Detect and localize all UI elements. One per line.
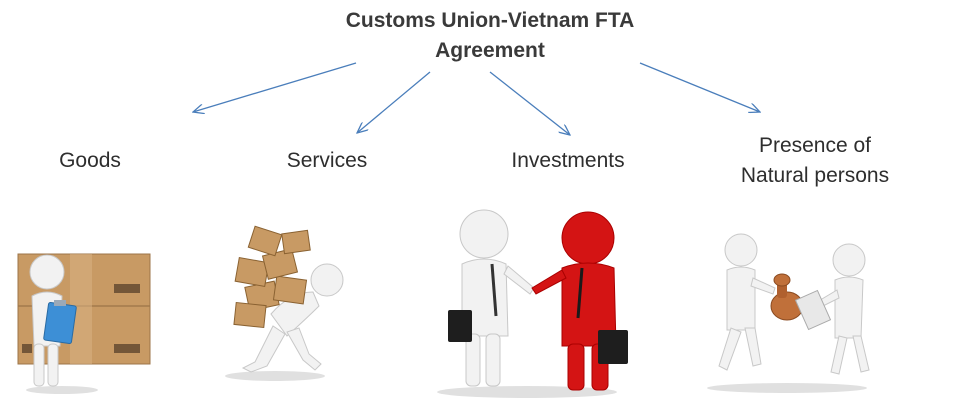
man-carrying-boxes-icon: [225, 225, 344, 381]
title-line-2: Agreement: [435, 39, 545, 62]
category-label-services: Services: [286, 149, 368, 172]
presence-label-line-1: Presence of: [758, 134, 872, 157]
handshake-icon: [437, 209, 628, 398]
man-with-clipboard-icon: [17, 253, 151, 394]
category-label-investments: Investments: [511, 149, 625, 172]
arrow-to-investments: [489, 71, 570, 135]
title-line-1: Customs Union-Vietnam FTA: [345, 9, 635, 32]
category-label-presence: Presence of Natural persons: [720, 131, 910, 191]
presence-label-line-2: Natural persons: [740, 164, 890, 187]
arrow-to-presence: [639, 62, 760, 112]
stamp-exchange-icon: [707, 233, 870, 393]
arrow-to-goods: [193, 62, 357, 112]
arrow-to-services: [357, 71, 431, 133]
category-label-goods: Goods: [59, 149, 121, 172]
diagram-title: Customs Union-Vietnam FTA Agreement: [300, 6, 680, 66]
